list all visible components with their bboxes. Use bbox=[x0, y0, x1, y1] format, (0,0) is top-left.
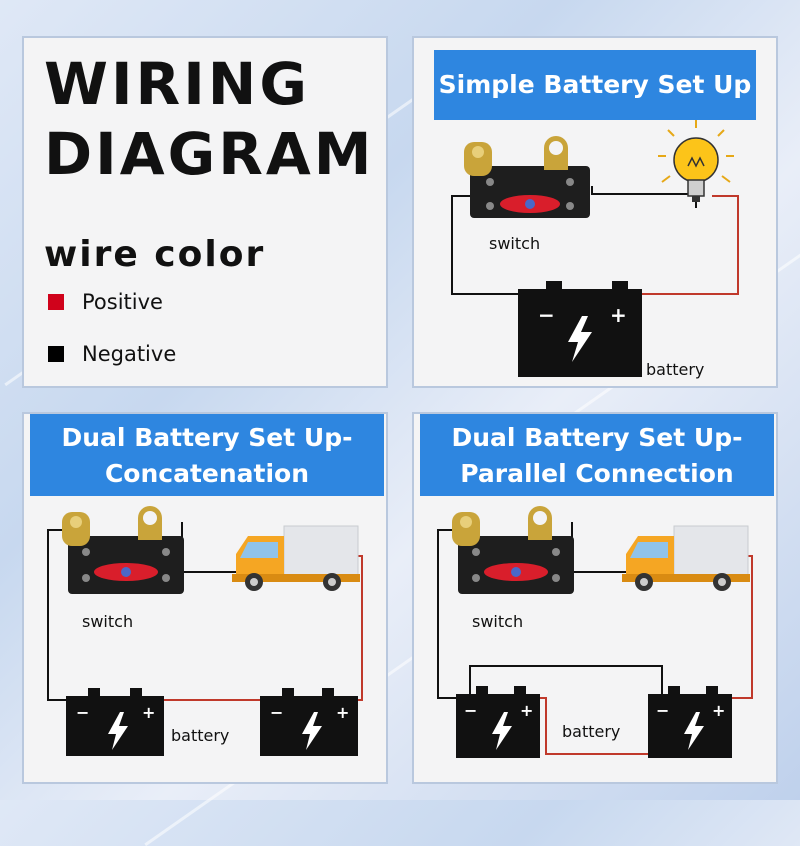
negative-wire bbox=[591, 186, 697, 208]
battery-label: battery bbox=[171, 726, 230, 745]
concat-setup-diagram: − + − + bbox=[47, 506, 363, 756]
switch-label: switch bbox=[489, 234, 541, 253]
svg-text:+: + bbox=[610, 303, 627, 327]
svg-text:−: − bbox=[464, 701, 477, 720]
positive-wire bbox=[722, 555, 753, 699]
legend-label-positive: Positive bbox=[82, 290, 163, 314]
parallel-setup-title-line2: Parallel Connection bbox=[460, 459, 734, 488]
svg-text:−: − bbox=[656, 701, 669, 720]
simple-setup-panel: Simple Battery Set Up bbox=[412, 36, 778, 388]
switch-label: switch bbox=[472, 612, 524, 631]
svg-text:+: + bbox=[336, 703, 349, 722]
concat-setup-title-line2: Concatenation bbox=[104, 459, 310, 488]
parallel-setup-diagram: − + − + bbox=[437, 506, 753, 758]
parallel-setup-panel: Dual Battery Set Up- Parallel Connection bbox=[412, 412, 778, 784]
simple-setup-diagram: − + bbox=[451, 120, 739, 377]
page-title-line1: WIRING bbox=[44, 50, 310, 118]
svg-text:+: + bbox=[142, 703, 155, 722]
battery-icon: − + bbox=[518, 281, 642, 377]
svg-text:+: + bbox=[520, 701, 533, 720]
battery-icon: − + bbox=[260, 688, 358, 756]
parallel-setup-header: Dual Battery Set Up- Parallel Connection bbox=[420, 414, 774, 496]
svg-text:+: + bbox=[712, 701, 725, 720]
svg-text:−: − bbox=[270, 703, 283, 722]
positive-wire bbox=[638, 195, 739, 295]
switch-label: switch bbox=[82, 612, 134, 631]
negative-swatch bbox=[48, 346, 64, 362]
battery-icon: − + bbox=[648, 686, 732, 758]
legend-label-negative: Negative bbox=[82, 342, 177, 366]
title-panel: WIRING DIAGRAM wire color Positive Negat… bbox=[22, 36, 388, 388]
battery-label: battery bbox=[562, 722, 621, 741]
svg-text:−: − bbox=[76, 703, 89, 722]
parallel-setup-title-line1: Dual Battery Set Up- bbox=[451, 423, 743, 452]
negative-wire bbox=[181, 522, 236, 573]
legend-item-negative: Negative bbox=[48, 342, 176, 366]
switch-icon bbox=[464, 136, 590, 218]
svg-text:−: − bbox=[538, 303, 555, 327]
switch-icon bbox=[62, 506, 184, 594]
legend-heading: wire color bbox=[44, 234, 266, 275]
negative-wire bbox=[451, 195, 522, 295]
simple-setup-header: Simple Battery Set Up bbox=[434, 50, 756, 120]
simple-setup-title: Simple Battery Set Up bbox=[438, 70, 752, 99]
concat-setup-panel: Dual Battery Set Up- Concatenation bbox=[22, 412, 388, 784]
negative-wire bbox=[571, 522, 626, 573]
battery-icon: − + bbox=[66, 688, 164, 756]
negative-wire bbox=[437, 529, 470, 699]
page-title-line2: DIAGRAM bbox=[44, 120, 375, 188]
concat-setup-title-line1: Dual Battery Set Up- bbox=[61, 423, 353, 452]
positive-swatch bbox=[48, 294, 64, 310]
truck-icon bbox=[622, 525, 750, 591]
truck-icon bbox=[232, 525, 360, 591]
concat-setup-header: Dual Battery Set Up- Concatenation bbox=[30, 414, 384, 496]
battery-icon: − + bbox=[456, 686, 540, 758]
legend-item-positive: Positive bbox=[48, 290, 163, 314]
negative-wire bbox=[469, 665, 663, 698]
battery-label: battery bbox=[646, 360, 705, 379]
negative-wire bbox=[47, 529, 82, 701]
light-bulb-icon bbox=[658, 120, 734, 202]
switch-icon bbox=[452, 506, 574, 594]
